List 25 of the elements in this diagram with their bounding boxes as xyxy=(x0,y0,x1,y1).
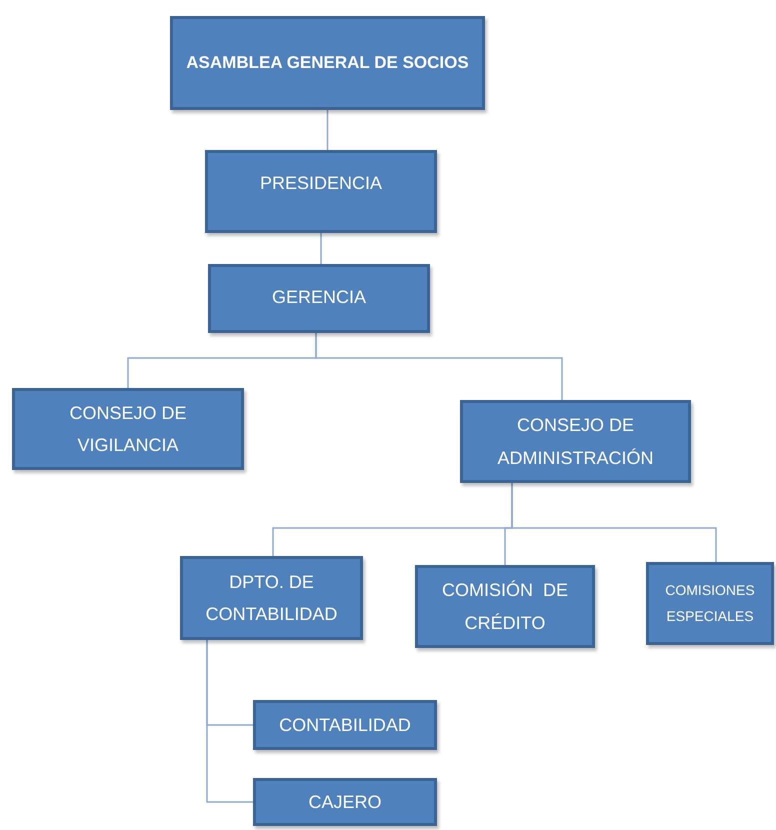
connector-line xyxy=(315,333,563,400)
connector-line xyxy=(511,483,717,562)
unit-label: PRESIDENCIA xyxy=(260,172,382,195)
org-unit-box xyxy=(170,16,485,110)
org-unit-box xyxy=(208,264,430,333)
connector-line xyxy=(206,640,253,803)
unit-label: CAJERO xyxy=(308,790,382,814)
unit-label: ASAMBLEA GENERAL DE SOCIOS xyxy=(186,52,469,74)
unit-label: CONSEJO DE ADMINISTRACIÓN xyxy=(496,414,654,470)
org-unit-box xyxy=(415,565,595,648)
org-unit-box xyxy=(460,400,691,483)
unit-label: COMISIÓN DE CRÉDITO xyxy=(440,579,569,634)
unit-label: DPTO. DE CONTABILIDAD xyxy=(204,570,338,626)
unit-label: GERENCIA xyxy=(272,286,366,309)
connector-line xyxy=(320,233,322,264)
unit-label: COMISIONES ESPECIALES xyxy=(664,581,756,626)
org-unit-box xyxy=(180,556,363,640)
connector-line xyxy=(326,110,328,150)
org-unit-box xyxy=(253,700,437,750)
org-unit-box xyxy=(253,778,437,826)
org-unit-box xyxy=(12,388,244,470)
unit-label: CONTABILIDAD xyxy=(279,714,411,737)
org-unit-box xyxy=(646,562,774,645)
org-unit-box xyxy=(205,150,437,233)
unit-label: CONSEJO DE VIGILANCIA xyxy=(68,402,188,457)
